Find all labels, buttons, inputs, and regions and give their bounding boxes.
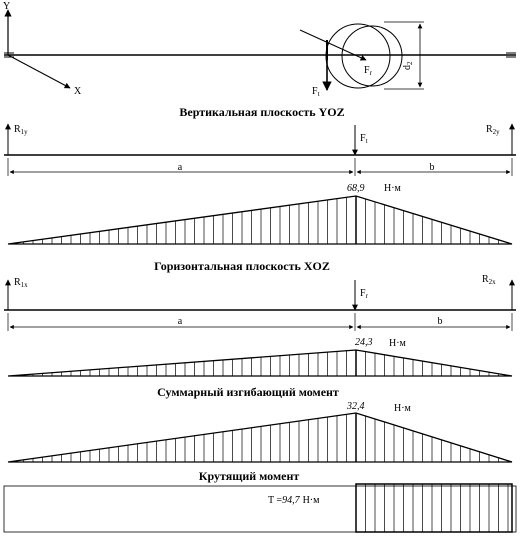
shaft-schematic: [4, 9, 516, 91]
diameter-label: d2: [402, 61, 414, 70]
ft-label: Ft: [312, 86, 320, 98]
dim-b-label: b: [430, 162, 435, 173]
ft-load-label: Ft: [360, 133, 368, 145]
gear-circle-back: [341, 25, 403, 87]
moment-outline: [7, 412, 513, 463]
total-moment-value: 32,4: [346, 401, 365, 412]
vertical-beam: [4, 123, 516, 176]
x-axis-line: [7, 54, 71, 89]
fr-load-label: Fr: [360, 288, 369, 300]
fr-label: Fr: [364, 65, 373, 77]
horizontal-moment-unit: Н·м: [389, 338, 407, 349]
r1x-label: R1x: [14, 277, 28, 289]
vertical-moment-diagram: [7, 195, 513, 245]
r2y-label: R2y: [486, 124, 500, 136]
horizontal-plane-title: Горизонтальная плоскость XOZ: [154, 259, 330, 273]
moment-outline: [7, 195, 513, 245]
total-moment-unit: Н·м: [394, 403, 412, 414]
torque-diagram: [355, 483, 513, 533]
total-moment-diagram: [7, 412, 513, 463]
r1y-label: R1y: [14, 124, 28, 136]
fr-arrow: [299, 29, 367, 61]
vertical-plane-title: Вертикальная плоскость YOZ: [179, 105, 344, 119]
vertical-moment-value: 68,9: [347, 183, 365, 194]
dim-a-label: a: [178, 316, 183, 327]
torque-title: Крутящий момент: [199, 469, 300, 483]
torque-frame: [3, 485, 517, 533]
x-axis-label: X: [74, 86, 82, 97]
torque-rect: [355, 483, 513, 533]
horizontal-beam: [4, 279, 516, 331]
dim-a-label: a: [178, 162, 183, 173]
vertical-moment-unit: Н·м: [384, 183, 402, 194]
horizontal-moment-value: 24,3: [355, 337, 373, 348]
horizontal-moment-diagram: [7, 349, 513, 377]
dim-b-label: b: [438, 316, 443, 327]
r2x-label: R2x: [482, 274, 496, 286]
moment-outline: [7, 349, 513, 377]
total-moment-title: Суммарный изгибающий момент: [157, 385, 339, 399]
y-axis-label: Y: [3, 1, 10, 12]
